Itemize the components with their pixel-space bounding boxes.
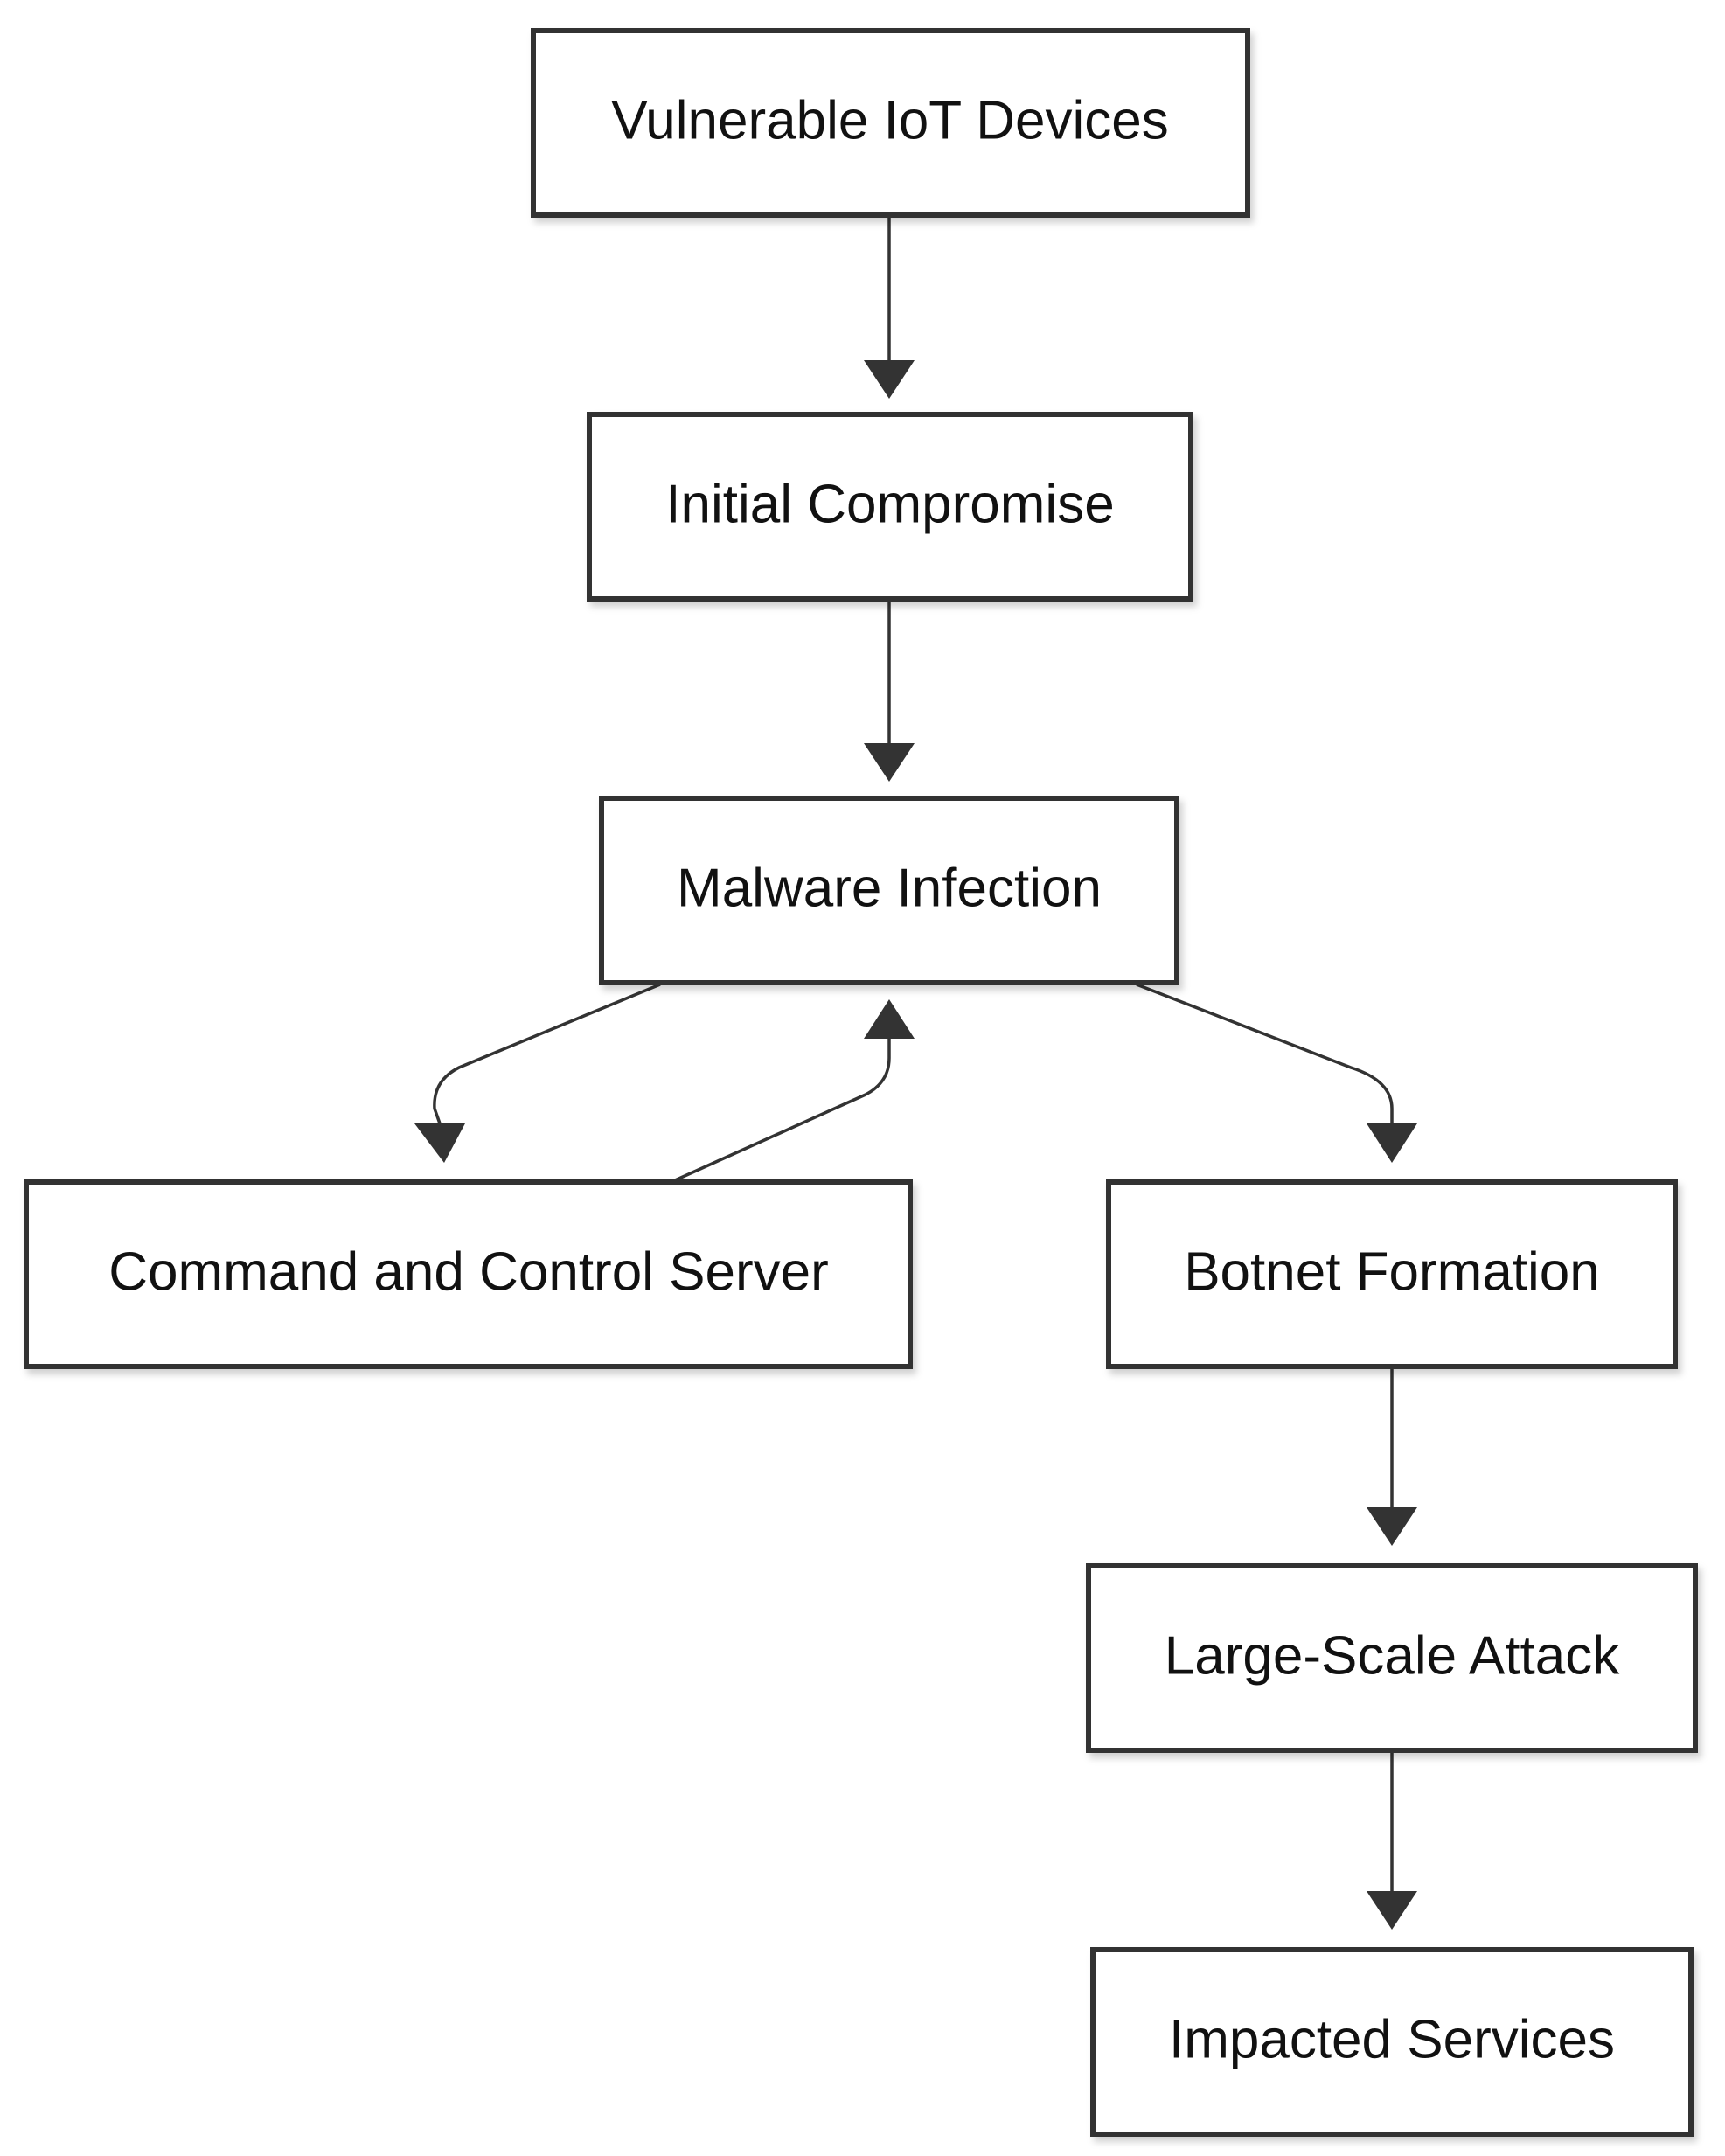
node-initial-compromise[interactable]: Initial Compromise xyxy=(587,412,1193,602)
nodes: Vulnerable IoT Devices Initial Compromis… xyxy=(24,28,1698,2137)
edge-botnet-to-attack xyxy=(1367,1367,1417,1546)
node-malware-infection[interactable]: Malware Infection xyxy=(599,796,1179,985)
node-label: Vulnerable IoT Devices xyxy=(611,91,1169,151)
edge-malware-to-botnet xyxy=(1136,983,1417,1163)
node-impacted-services[interactable]: Impacted Services xyxy=(1090,1947,1694,2137)
node-botnet-formation[interactable]: Botnet Formation xyxy=(1106,1179,1678,1369)
node-label: Large-Scale Attack xyxy=(1165,1626,1620,1687)
edge-attack-to-impacted xyxy=(1367,1751,1417,1930)
node-label: Initial Compromise xyxy=(665,475,1114,535)
node-vulnerable-iot-devices[interactable]: Vulnerable IoT Devices xyxy=(531,28,1250,218)
node-label: Malware Infection xyxy=(677,859,1102,919)
node-label: Botnet Formation xyxy=(1184,1242,1600,1303)
edge-c2-to-malware xyxy=(674,999,915,1182)
node-label: Command and Control Server xyxy=(108,1242,829,1303)
node-command-and-control-server[interactable]: Command and Control Server xyxy=(24,1179,913,1369)
edge-malware-to-c2 xyxy=(414,983,661,1163)
node-label: Impacted Services xyxy=(1169,2010,1615,2070)
edges xyxy=(414,217,1417,1930)
edge-vulnerable-to-initial xyxy=(864,217,915,399)
edge-initial-to-malware xyxy=(864,602,915,782)
node-large-scale-attack[interactable]: Large-Scale Attack xyxy=(1086,1563,1698,1753)
